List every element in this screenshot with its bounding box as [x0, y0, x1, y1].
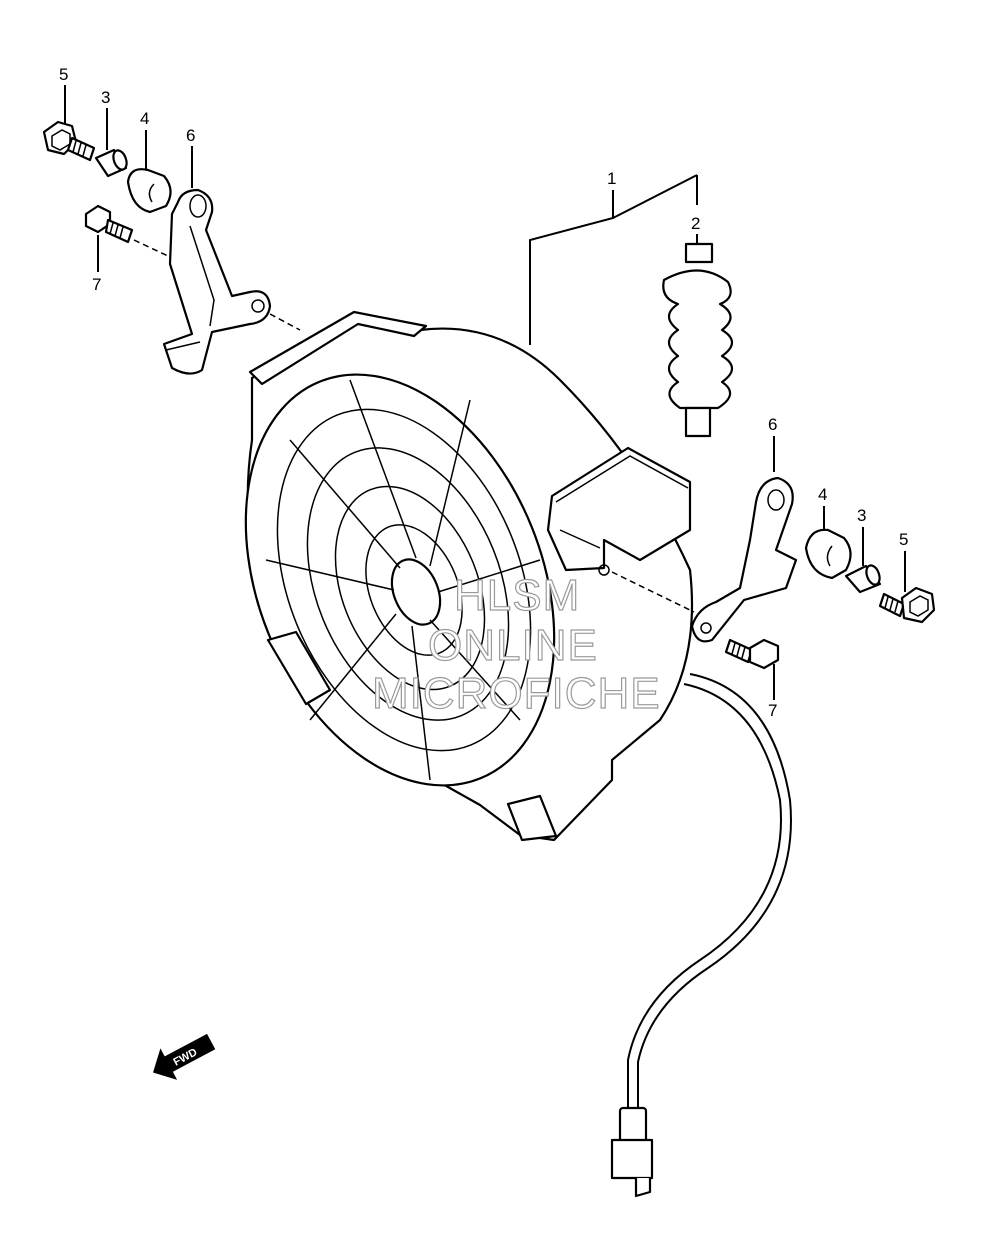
fwd-direction-badge: FWD — [153, 1033, 216, 1080]
fan-grille-ring-3 — [334, 485, 486, 691]
fan-wire-outer — [627, 683, 782, 1110]
right-hardware — [611, 476, 936, 670]
callout-6-left: 6 — [186, 126, 195, 145]
callout-5-left: 5 — [59, 65, 68, 84]
fan-wire-inner — [637, 673, 792, 1110]
bracket-right — [690, 476, 798, 643]
collar-right — [844, 564, 882, 594]
assembly-line-right — [611, 571, 695, 613]
assembly-line-left-bracket — [269, 313, 301, 331]
fan-grille-ring-4 — [365, 524, 463, 656]
housing-top-tab — [248, 310, 428, 386]
callout-5-right: 5 — [899, 530, 908, 549]
fwd-arrow-icon — [153, 1033, 216, 1080]
bolt-right — [724, 638, 780, 670]
leader-1 — [529, 190, 614, 345]
callout-2: 2 — [691, 214, 700, 233]
callout-6-right: 6 — [768, 415, 777, 434]
grommet-right — [804, 528, 852, 580]
callout-3-left: 3 — [101, 88, 110, 107]
fan-grille-ring-2 — [306, 447, 510, 721]
callout-7-left: 7 — [92, 275, 101, 294]
collar-left — [94, 148, 128, 178]
watermark: HLSM ONLINE MICROFICHE — [371, 570, 661, 718]
fan-grille-ring-1 — [276, 408, 532, 752]
watermark-line-3: MICROFICHE — [372, 669, 661, 718]
callout-3-right: 3 — [857, 506, 866, 525]
callouts-left: 5 3 4 6 7 — [59, 65, 195, 294]
wire-connector — [610, 1106, 654, 1198]
fan-hub — [390, 558, 442, 626]
fan-assembly — [244, 310, 694, 842]
callout-1: 1 — [607, 169, 616, 188]
fan-grille-spokes — [265, 379, 541, 781]
fwd-label: FWD — [172, 1046, 200, 1068]
watermark-line-2: ONLINE — [428, 621, 598, 670]
callout-7-right: 7 — [768, 701, 777, 720]
bracket-left — [162, 188, 272, 375]
callout-4-right: 4 — [818, 485, 827, 504]
left-hardware — [42, 120, 301, 375]
flange-bolt-right — [878, 586, 936, 624]
grommet-left — [126, 168, 172, 214]
watermark-line-1: HLSM — [454, 571, 580, 620]
bolt-left — [84, 204, 134, 244]
wire-harness — [610, 673, 792, 1198]
housing-lower-foot — [266, 630, 332, 706]
housing-bottom-foot — [506, 794, 558, 842]
assembly-line-left-bolt — [133, 239, 169, 257]
thermo-switch-boot — [662, 242, 734, 438]
motor-connector-block — [546, 446, 692, 572]
flange-bolt-left — [42, 120, 96, 162]
callout-4-left: 4 — [140, 109, 149, 128]
leader-1-branch — [612, 174, 698, 219]
